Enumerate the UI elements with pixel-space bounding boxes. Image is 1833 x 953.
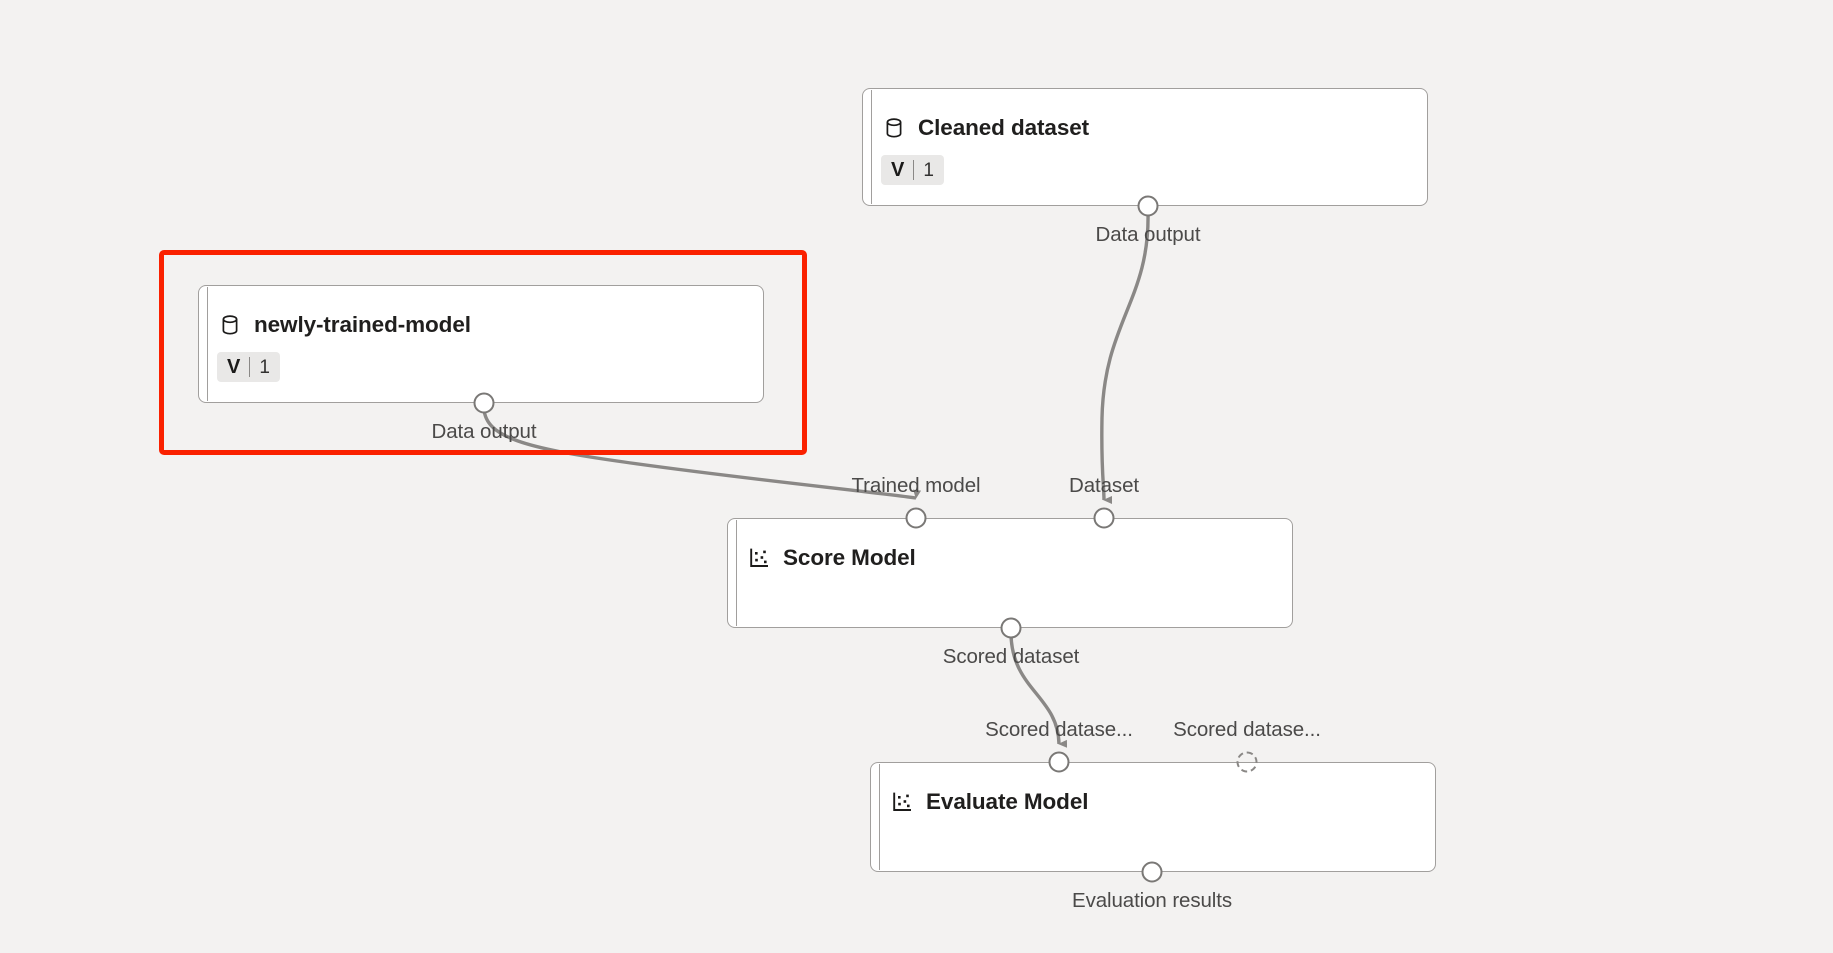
port-score-model-trained-model[interactable] [905, 507, 927, 529]
database-cylinder-icon [217, 312, 243, 338]
port-label-data-output-cleaned: Data output [1095, 223, 1201, 246]
node-title: newly-trained-model [254, 312, 471, 337]
port-evaluate-model-scored-dataset-right[interactable] [1236, 751, 1258, 773]
port-evaluate-model-scored-dataset-left[interactable] [1048, 751, 1070, 773]
port-label-evaluation-results: Evaluation results [1071, 889, 1233, 912]
version-letter: V [227, 356, 241, 378]
node-title: Score Model [783, 545, 916, 570]
node-header: Score Model [746, 545, 916, 571]
version-letter: V [891, 159, 905, 181]
port-label-data-output-model: Data output [431, 420, 537, 443]
version-separator [249, 357, 251, 377]
node-title: Cleaned dataset [918, 115, 1090, 140]
edge-cleaned-to-score [1100, 211, 1150, 504]
node-accent-bar [871, 90, 872, 204]
port-newly-trained-model-data-output[interactable] [473, 392, 495, 414]
node-newly-trained-model[interactable]: newly-trained-model V 1 [198, 285, 764, 403]
node-accent-bar [207, 287, 208, 401]
node-header: Cleaned dataset [881, 115, 1089, 141]
version-badge: V 1 [881, 155, 944, 185]
node-header: newly-trained-model [217, 312, 471, 338]
version-number: 1 [259, 356, 270, 378]
port-label-scored-dataset-right: Scored datase... [1173, 718, 1321, 741]
node-accent-bar [879, 764, 880, 870]
port-evaluate-model-evaluation-results[interactable] [1141, 861, 1163, 883]
port-label-trained-model: Trained model [851, 474, 981, 497]
node-accent-bar [736, 520, 737, 626]
scatter-plot-icon [889, 789, 915, 815]
port-score-model-scored-dataset[interactable] [1000, 617, 1022, 639]
version-number: 1 [923, 159, 934, 181]
port-label-dataset: Dataset [1069, 474, 1139, 497]
port-label-scored-dataset-left: Scored datase... [985, 718, 1133, 741]
node-cleaned-dataset[interactable]: Cleaned dataset V 1 [862, 88, 1428, 206]
database-cylinder-icon [881, 115, 907, 141]
node-evaluate-model[interactable]: Evaluate Model [870, 762, 1436, 872]
port-score-model-dataset[interactable] [1093, 507, 1115, 529]
port-cleaned-dataset-data-output[interactable] [1137, 195, 1159, 217]
node-score-model[interactable]: Score Model [727, 518, 1293, 628]
port-label-scored-dataset: Scored dataset [942, 645, 1080, 668]
node-title: Evaluate Model [926, 789, 1089, 814]
version-separator [913, 160, 915, 180]
node-header: Evaluate Model [889, 789, 1089, 815]
version-badge: V 1 [217, 352, 280, 382]
scatter-plot-icon [746, 545, 772, 571]
